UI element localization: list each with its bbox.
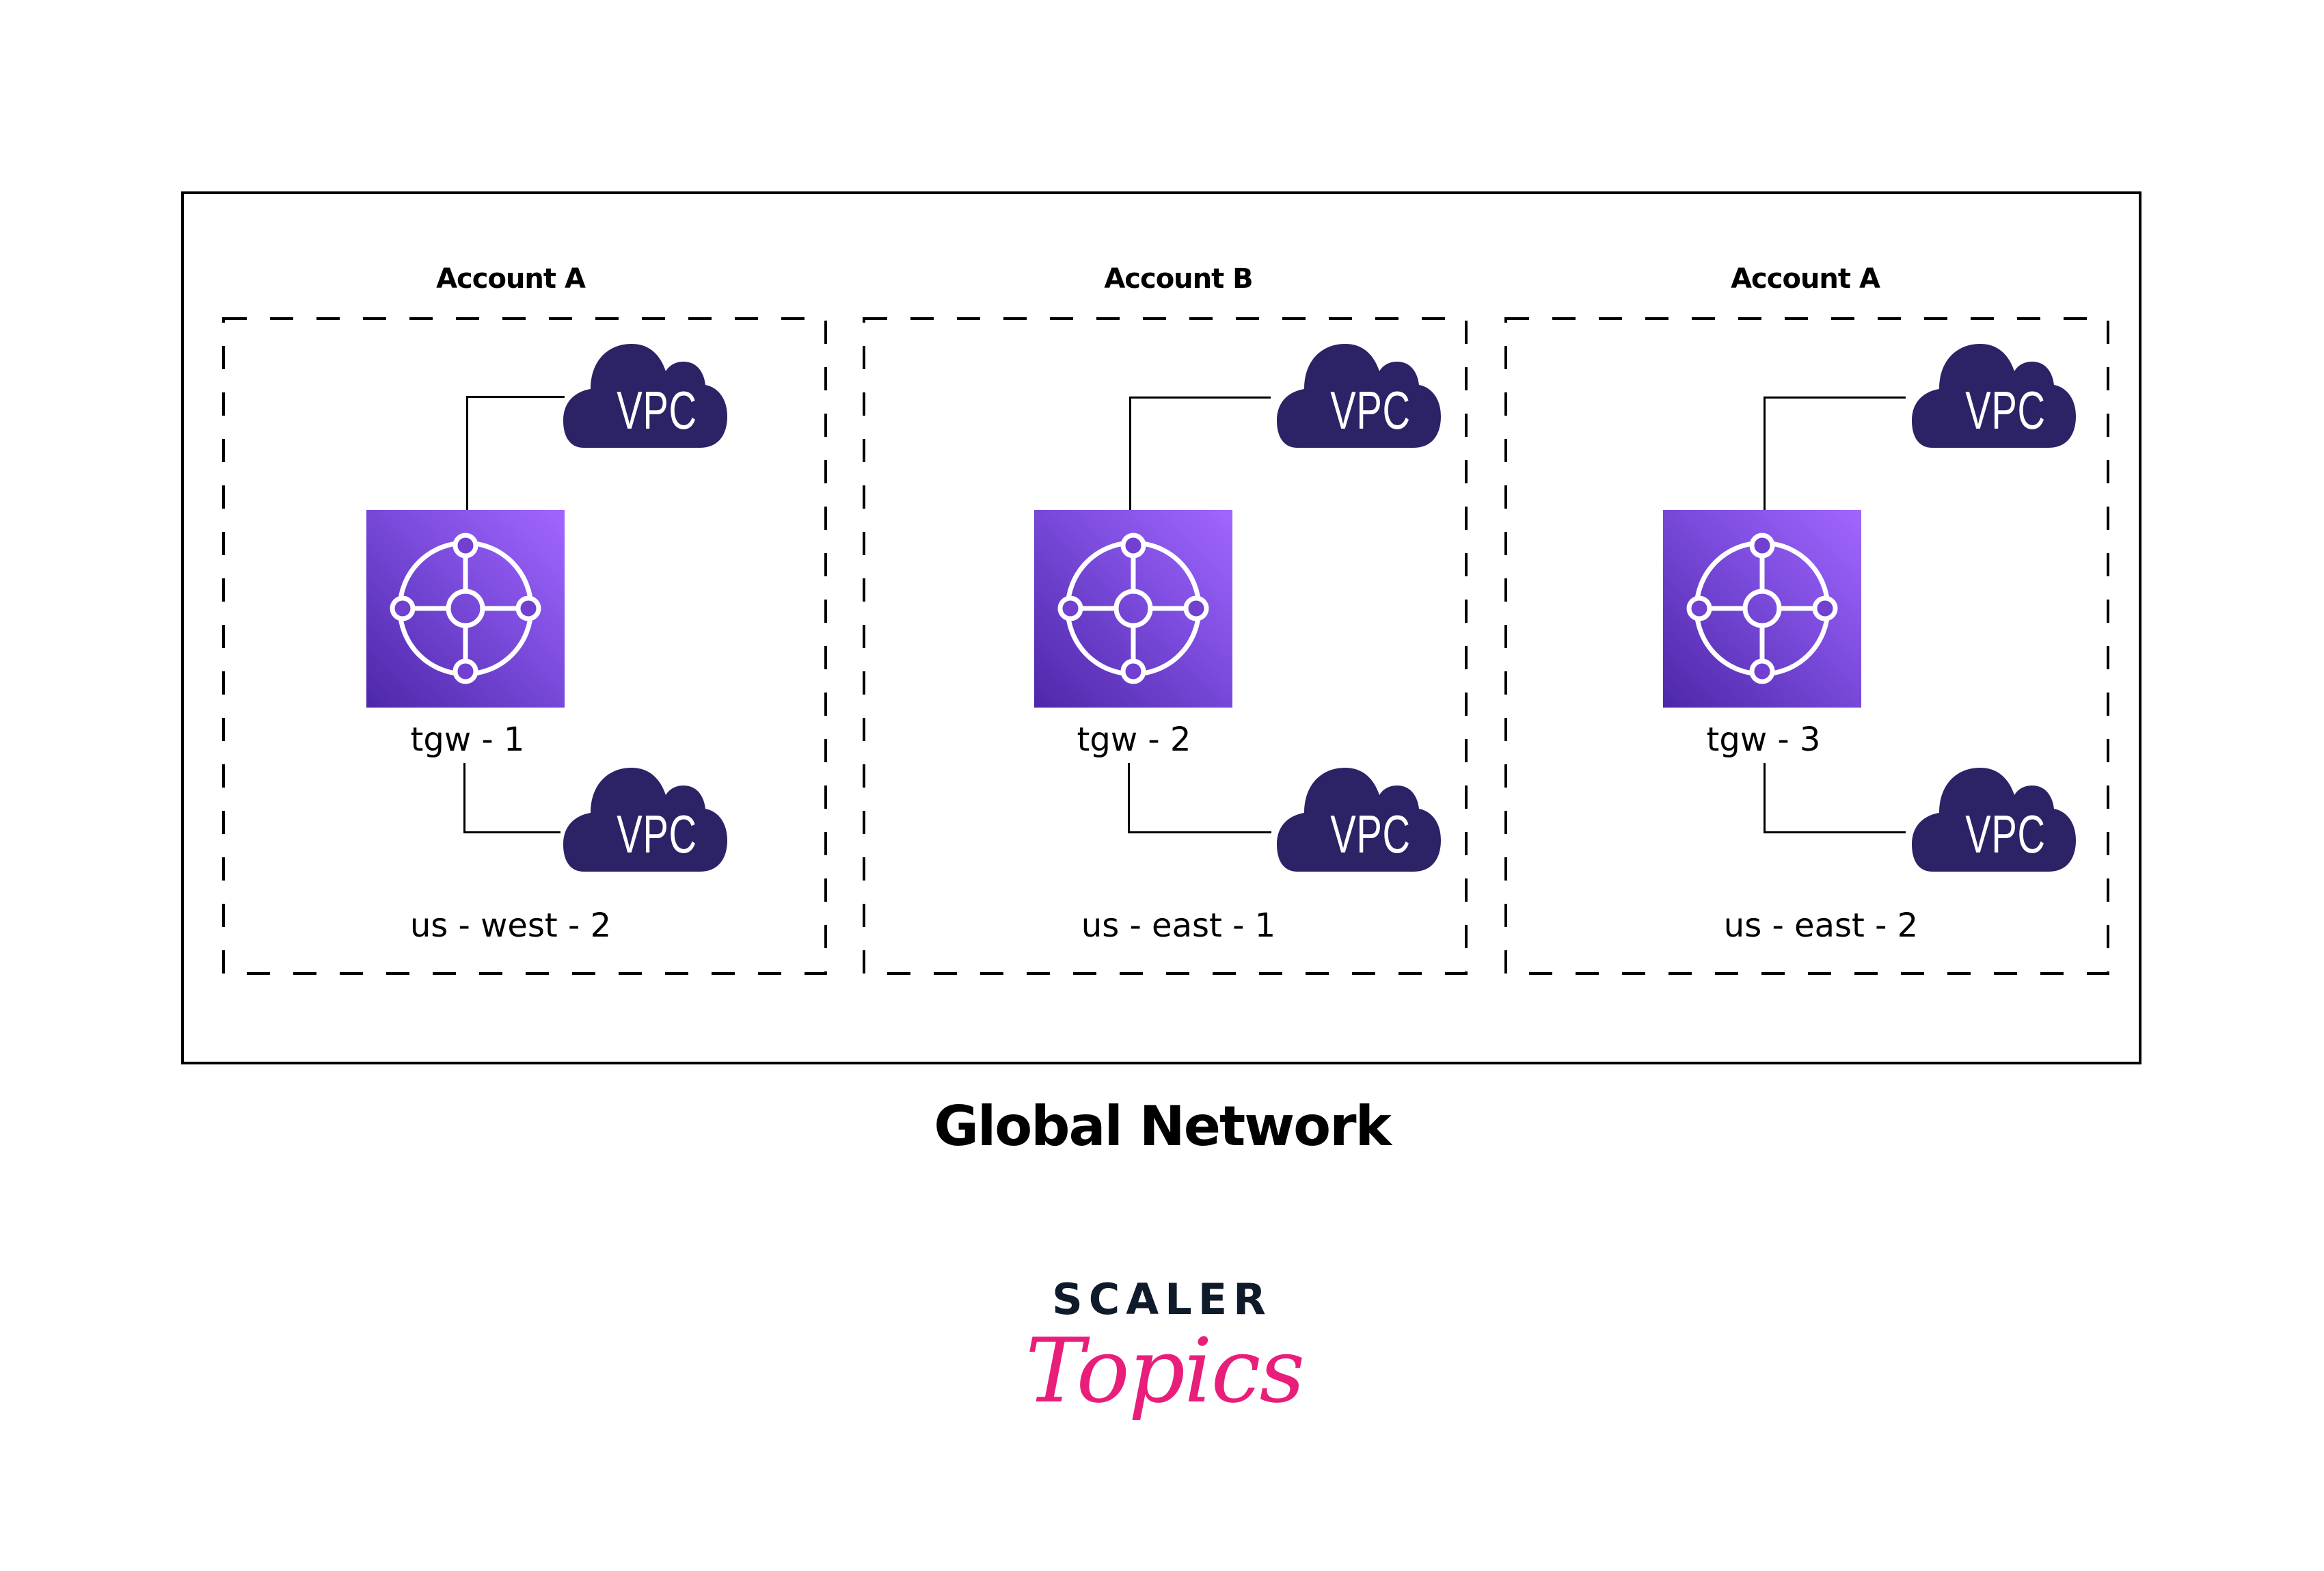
connector-line: [1764, 763, 1766, 833]
vpc-cloud-3-top[interactable]: VPC: [1912, 344, 2076, 448]
brand-logo-scaler: SCALER: [1052, 1274, 1272, 1324]
connector-line: [1129, 397, 1131, 510]
vpc-label: VPC: [617, 804, 697, 864]
region-box-1: [222, 317, 827, 975]
region-box-3: [1504, 317, 2109, 975]
dashed-border: [1504, 317, 2109, 975]
vpc-cloud-2-top[interactable]: VPC: [1277, 344, 1441, 448]
tgw-label-2: tgw - 2: [1077, 721, 1191, 759]
transit-gateway-2[interactable]: [1034, 510, 1232, 708]
region-box-2: [863, 317, 1468, 975]
global-network-frame: [181, 191, 2141, 1064]
vpc-cloud-icon: [563, 768, 727, 872]
vpc-cloud-3-bottom[interactable]: VPC: [1912, 768, 2076, 872]
vpc-cloud-2-bottom[interactable]: VPC: [1277, 768, 1441, 872]
transit-gateway-1[interactable]: [366, 510, 565, 708]
vpc-cloud-1-top[interactable]: VPC: [563, 344, 727, 448]
vpc-cloud-icon: [1912, 768, 2076, 872]
tgw-label-1: tgw - 1: [410, 721, 525, 759]
connector-line: [1764, 831, 1906, 833]
vpc-label: VPC: [1330, 380, 1411, 440]
brand-logo-topics: Topics: [1025, 1319, 1305, 1423]
connector-line: [1128, 831, 1271, 833]
connector-line: [466, 396, 565, 398]
connector-line: [1764, 397, 1766, 510]
vpc-label: VPC: [1965, 804, 2046, 864]
account-label-1: Account A: [436, 263, 586, 295]
connector-line: [1129, 397, 1271, 399]
vpc-label: VPC: [1330, 804, 1411, 864]
transit-gateway-icon: [1686, 533, 1838, 684]
transit-gateway-icon: [390, 533, 541, 684]
dashed-border: [222, 317, 827, 975]
connector-line: [1764, 397, 1906, 399]
diagram-title: Global Network: [934, 1095, 1392, 1158]
vpc-cloud-icon: [1912, 344, 2076, 448]
vpc-label: VPC: [617, 380, 697, 440]
region-label-2: us - east - 1: [1081, 907, 1276, 945]
dashed-border: [863, 317, 1468, 975]
region-label-3: us - east - 2: [1723, 907, 1919, 945]
vpc-cloud-icon: [1277, 768, 1441, 872]
vpc-cloud-icon: [1277, 344, 1441, 448]
vpc-label: VPC: [1965, 380, 2046, 440]
account-label-3: Account A: [1731, 263, 1880, 295]
account-label-2: Account B: [1104, 263, 1253, 295]
region-label-1: us - west - 2: [409, 907, 612, 945]
connector-line: [463, 831, 560, 833]
vpc-cloud-1-bottom[interactable]: VPC: [563, 768, 727, 872]
connector-line: [1128, 763, 1130, 833]
transit-gateway-3[interactable]: [1663, 510, 1861, 708]
connector-line: [466, 396, 468, 510]
vpc-cloud-icon: [563, 344, 727, 448]
transit-gateway-icon: [1057, 533, 1209, 684]
tgw-label-3: tgw - 3: [1706, 721, 1821, 759]
connector-line: [463, 763, 465, 833]
